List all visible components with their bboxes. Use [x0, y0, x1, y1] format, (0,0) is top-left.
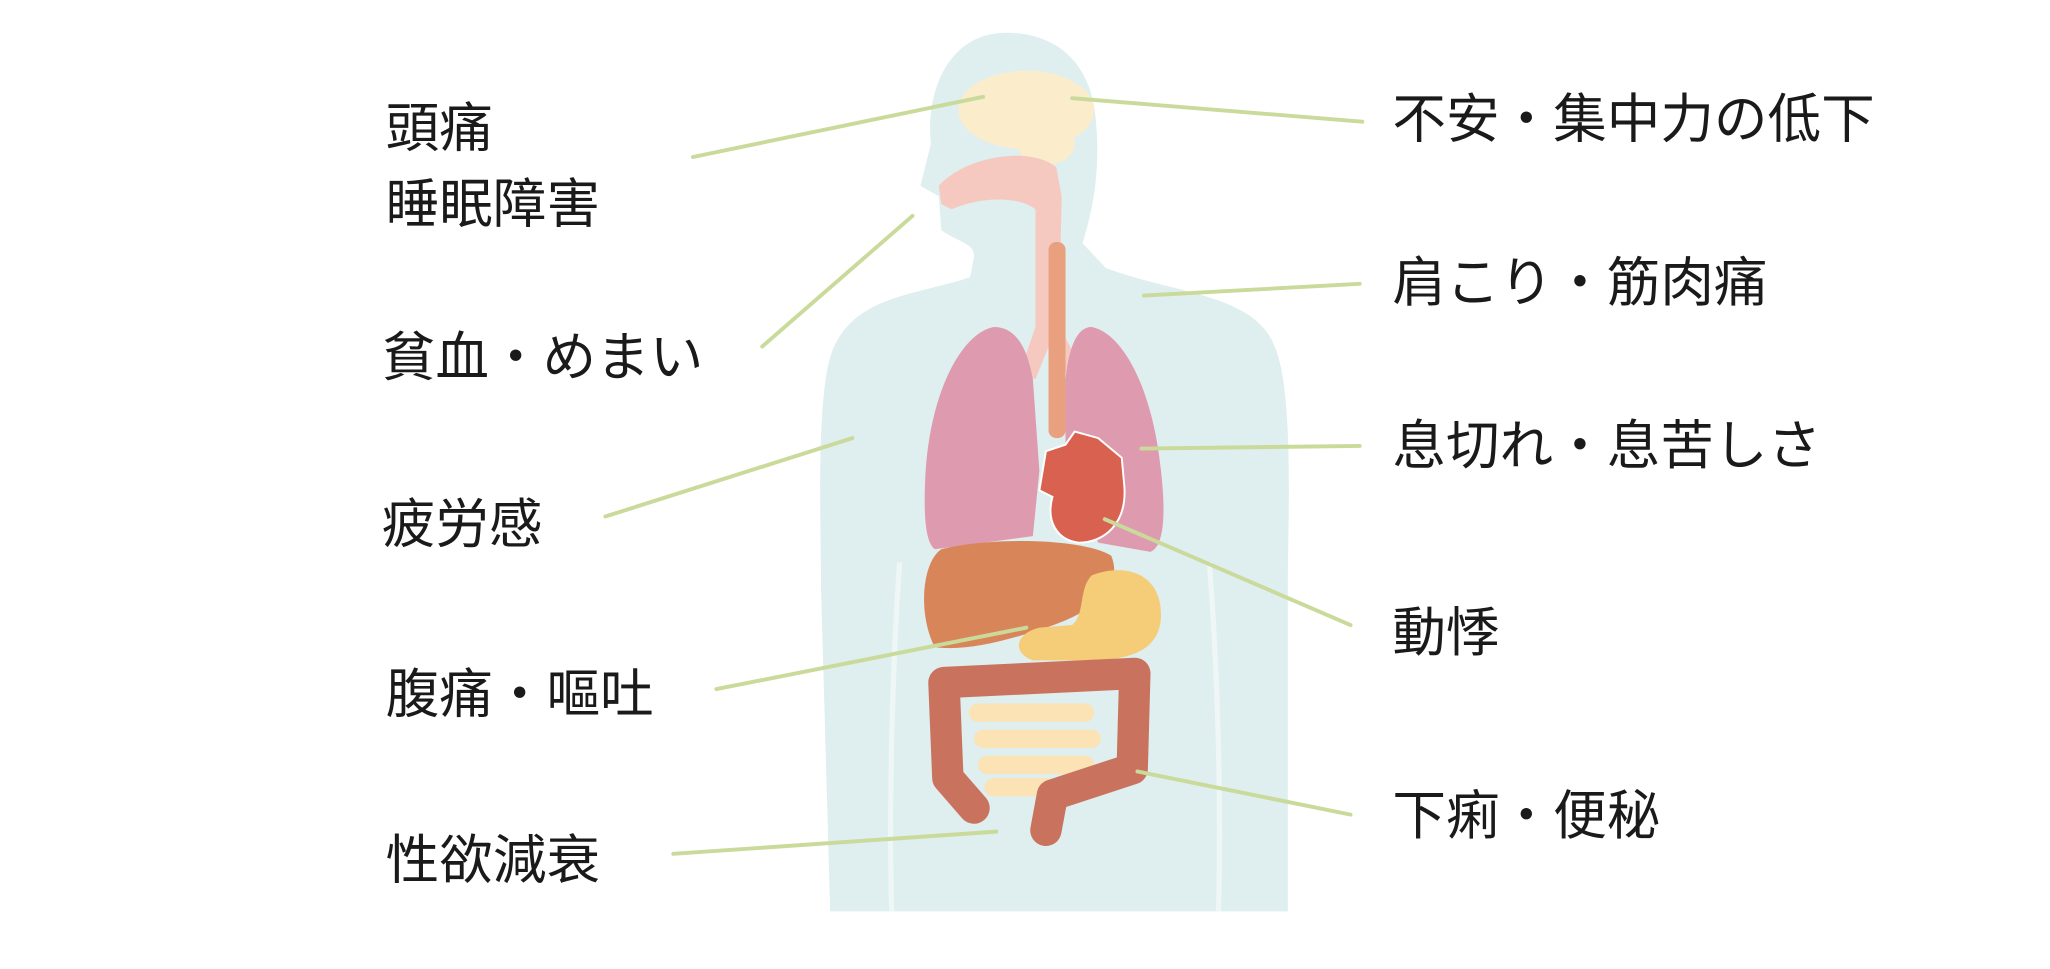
heart [1038, 430, 1126, 544]
label-shoulder-muscle-pain: 肩こり・筋肉痛 [1392, 251, 1767, 314]
left-arm-gap [888, 562, 903, 912]
label-shortness-of-breath: 息切れ・息苦しさ [1392, 414, 1821, 477]
label-headache: 頭痛 [386, 97, 493, 160]
label-anemia-dizziness: 貧血・めまい [382, 325, 704, 388]
label-decreased-libido: 性欲減衰 [386, 829, 600, 892]
small-intestine [968, 703, 1101, 797]
brain [958, 70, 1095, 165]
liver [924, 540, 1115, 649]
stomach [1018, 570, 1161, 661]
label-diarrhea-constipation: 下痢・便秘 [1392, 784, 1660, 847]
label-insomnia: 睡眠障害 [386, 172, 600, 235]
colon [928, 657, 1151, 846]
esophagus [1048, 241, 1066, 439]
left-lung [924, 326, 1040, 550]
label-abdominal-pain-vomiting: 腹痛・嘔吐 [386, 663, 654, 726]
leader-lines [603, 94, 1365, 856]
airway [938, 155, 1086, 382]
right-arm-gap [1206, 562, 1223, 912]
label-palpitations: 動悸 [1392, 601, 1499, 664]
label-fatigue: 疲労感 [382, 493, 543, 556]
label-anxiety-concentration: 不安・集中力の低下 [1392, 87, 1874, 150]
